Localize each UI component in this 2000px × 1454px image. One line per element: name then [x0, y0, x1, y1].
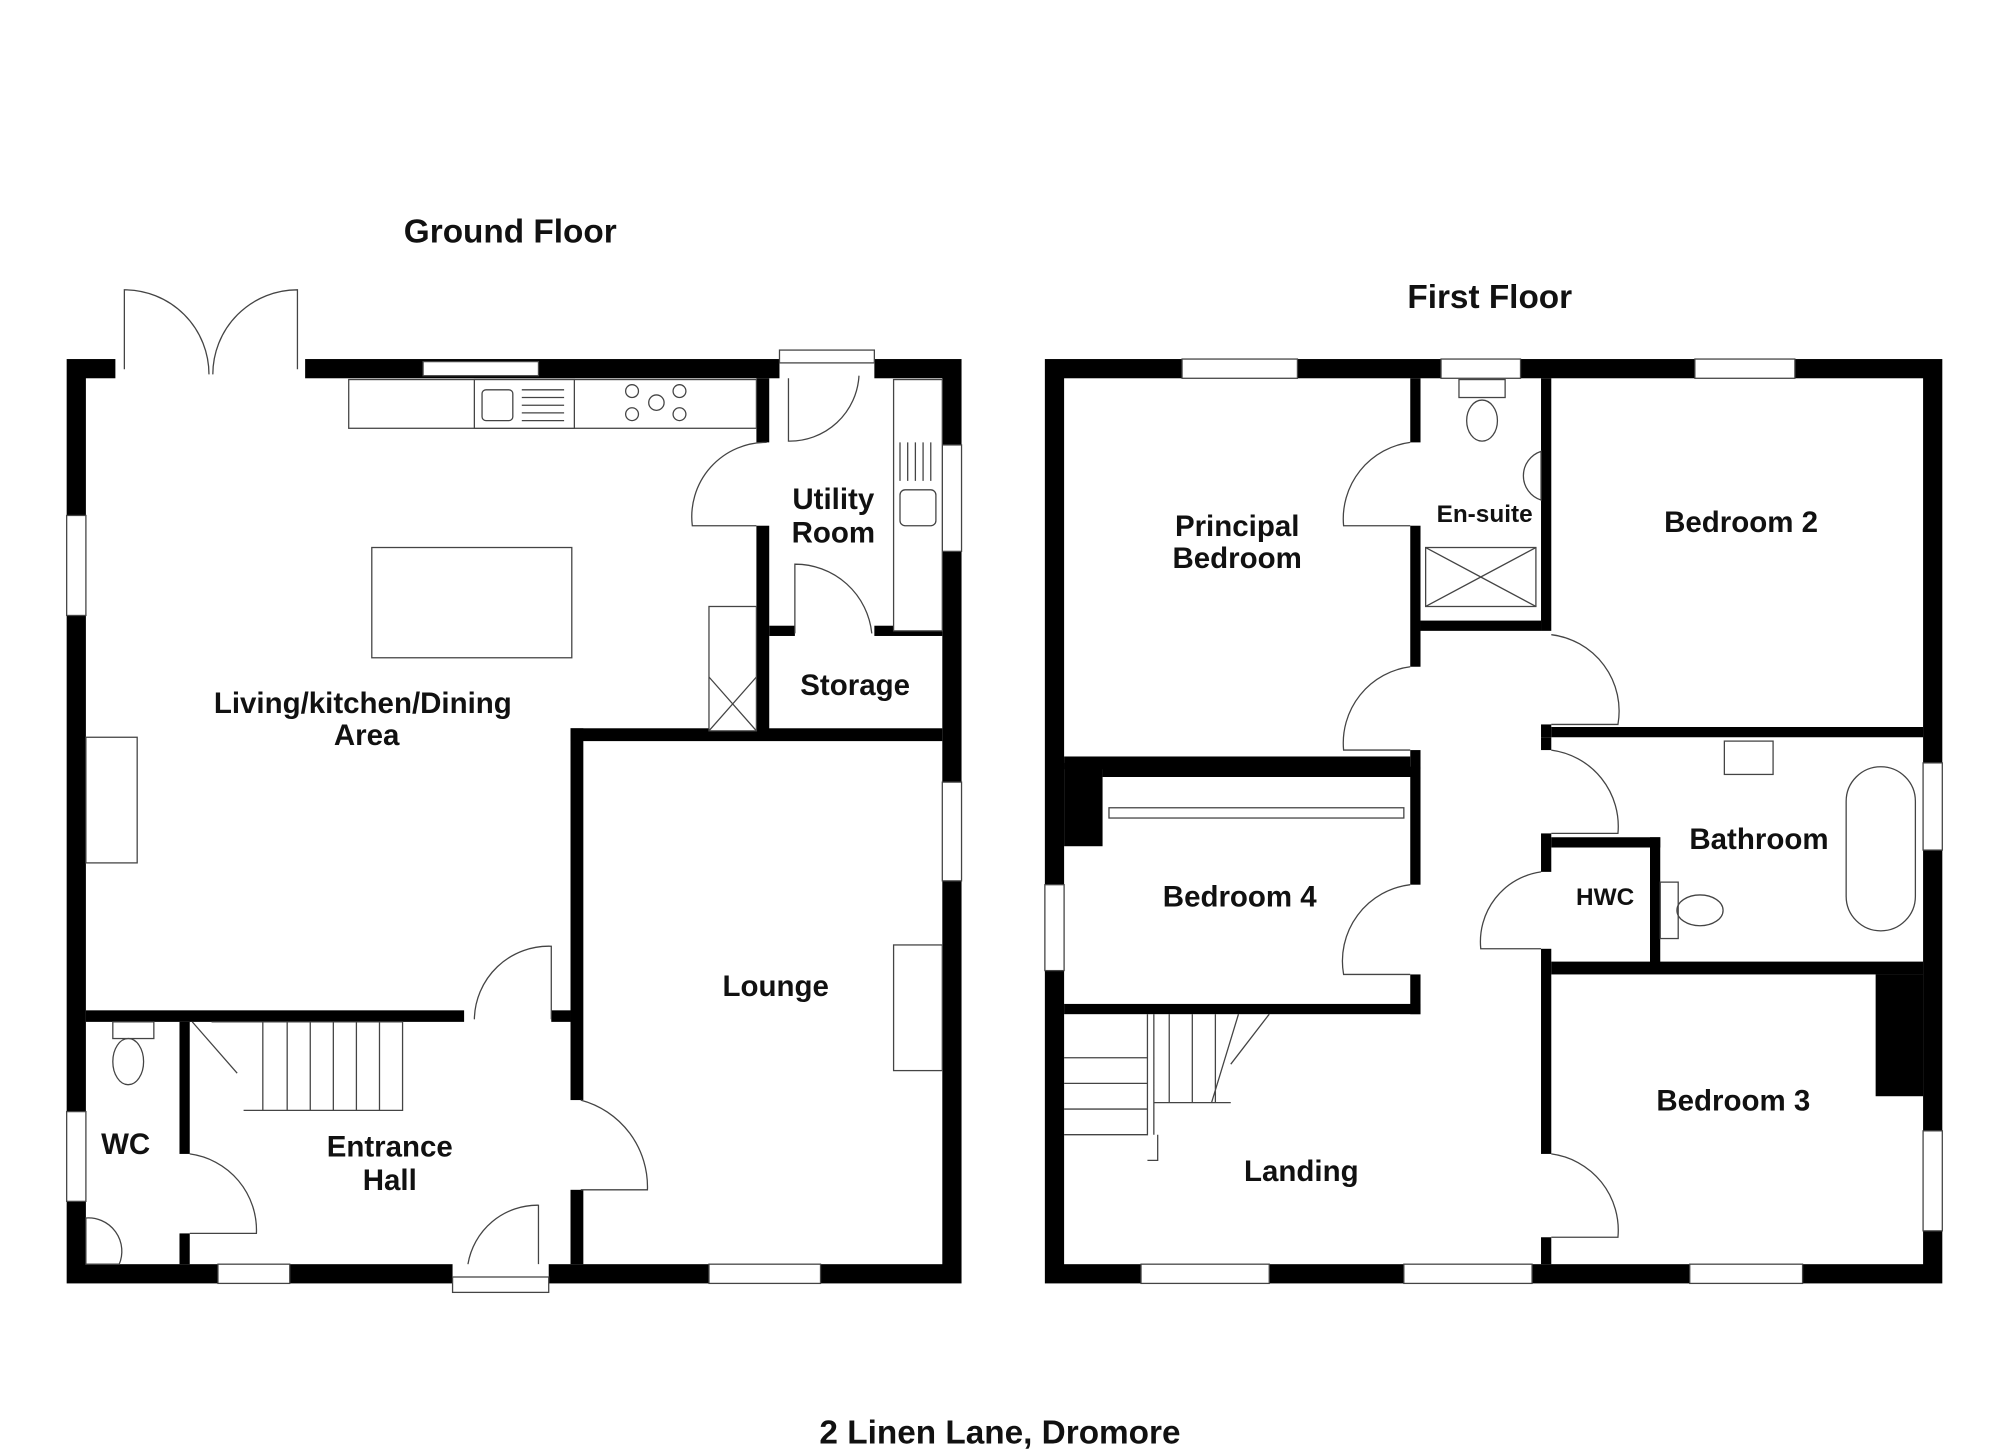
- room-label-utility: Utility: [792, 483, 874, 516]
- first-floor-plan: Principal Bedroom En-suite Bedroom 2 Bat…: [1044, 358, 1943, 1285]
- room-label-hall-2: Hall: [363, 1164, 417, 1197]
- room-label-bedroom-3: Bedroom 3: [1656, 1084, 1810, 1117]
- room-label-lounge: Lounge: [722, 970, 828, 1003]
- room-label-bedroom-2: Bedroom 2: [1664, 506, 1818, 539]
- address-caption: 2 Linen Lane, Dromore: [819, 1415, 1180, 1452]
- room-label-wc: WC: [101, 1128, 150, 1161]
- first-floor-title: First Floor: [1407, 279, 1572, 316]
- room-label-principal: Principal: [1175, 510, 1299, 543]
- ground-floor-plan: Living/kitchen/Dining Area Utility Room …: [66, 289, 963, 1294]
- room-label-hall: Entrance: [327, 1130, 453, 1163]
- room-label-bedroom-4: Bedroom 4: [1163, 880, 1318, 913]
- room-label-storage: Storage: [800, 669, 910, 702]
- room-label-hwc: HWC: [1576, 884, 1634, 911]
- ground-floor-title: Ground Floor: [404, 213, 617, 250]
- room-label-ensuite: En-suite: [1437, 501, 1533, 528]
- room-label-utility-2: Room: [792, 516, 876, 549]
- room-label-principal-2: Bedroom: [1173, 542, 1302, 575]
- room-label-bathroom: Bathroom: [1689, 823, 1828, 856]
- room-label-living-2: Area: [334, 719, 400, 752]
- room-label-landing: Landing: [1244, 1155, 1359, 1188]
- room-label-living: Living/kitchen/Dining: [214, 687, 512, 720]
